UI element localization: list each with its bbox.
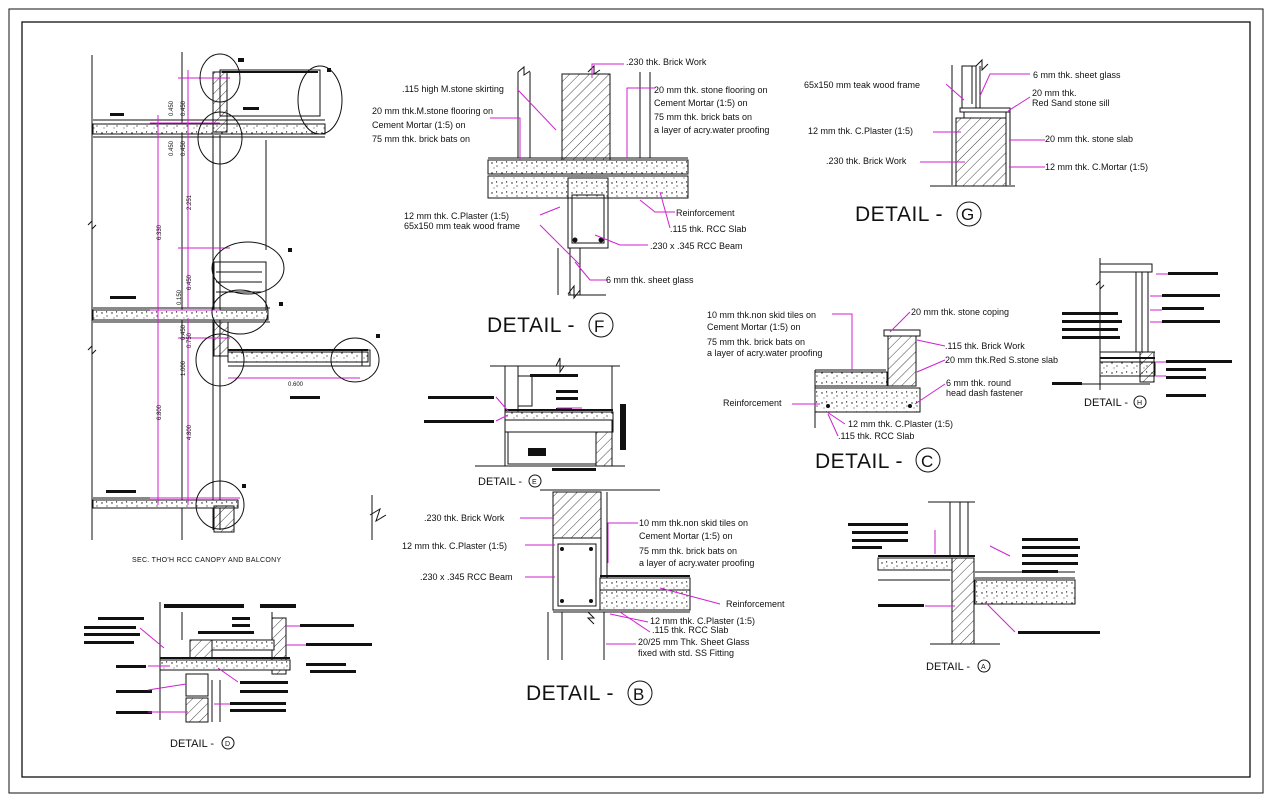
dim-7: 0.150 bbox=[177, 289, 183, 305]
f-floor-l2: Cement Mortar (1:5) on bbox=[372, 120, 466, 130]
b-plaster-r: 12 mm thk. C.Plaster (1:5) bbox=[650, 616, 755, 626]
b-reinforcement: Reinforcement bbox=[726, 599, 785, 609]
detail-c: 10 mm thk.non skid tiles on Cement Morta… bbox=[707, 307, 1058, 473]
c-tiles-l3: 75 mm thk. brick bats on bbox=[707, 337, 805, 347]
f-floor-l3: 75 mm thk. brick bats on bbox=[372, 134, 470, 144]
f-frame: 65x150 mm teak wood frame bbox=[404, 221, 520, 231]
detail-f: .230 thk. Brick Work .115 high M.stone s… bbox=[372, 57, 769, 338]
detail-c-title: DETAIL - bbox=[815, 450, 903, 473]
c-tiles-l4: a layer of acry.water proofing bbox=[707, 348, 822, 358]
detail-e-title: DETAIL - bbox=[478, 476, 522, 488]
c-plaster: 12 mm thk. C.Plaster (1:5) bbox=[848, 419, 953, 429]
detail-b-title: DETAIL - bbox=[526, 682, 614, 705]
inner-border bbox=[21, 21, 1251, 778]
section-caption: SEC. THO'H RCC CANOPY AND BALCONY bbox=[132, 557, 281, 564]
detail-d-title: DETAIL - bbox=[170, 738, 214, 750]
f-reinforcement: Reinforcement bbox=[676, 208, 735, 218]
b-tiles-l4: a layer of acry.water proofing bbox=[639, 558, 754, 568]
c-brick: .115 thk. Brick Work bbox=[945, 341, 1025, 351]
f-beam: .230 x .345 RCC Beam bbox=[650, 241, 743, 251]
dim-3: 0.450 bbox=[181, 140, 187, 156]
c-slab: 20 mm thk.Red S.stone slab bbox=[945, 355, 1058, 365]
detail-f-title: DETAIL - bbox=[487, 314, 575, 337]
detail-b: .230 thk. Brick Work 12 mm thk. C.Plaste… bbox=[402, 489, 785, 706]
detail-a-title: DETAIL - bbox=[926, 661, 970, 673]
detail-a-letter: A bbox=[981, 664, 986, 671]
detail-c-letter: C bbox=[921, 452, 934, 471]
c-reinforcement: Reinforcement bbox=[723, 398, 782, 408]
detail-g-letter: G bbox=[961, 205, 975, 224]
g-glass: 6 mm thk. sheet glass bbox=[1033, 70, 1121, 80]
b-tiles-l1: 10 mm thk.non skid tiles on bbox=[639, 518, 748, 528]
detail-a: DETAIL - A bbox=[848, 501, 1100, 673]
dim-1: 0.450 bbox=[181, 100, 187, 116]
detail-d: DETAIL - D bbox=[84, 602, 372, 750]
dim-8: 0.450 bbox=[181, 324, 187, 340]
dim-4: 6.330 bbox=[157, 224, 163, 240]
detail-d-letter: D bbox=[225, 741, 230, 748]
dim-0: 0.450 bbox=[169, 100, 175, 116]
dim-10: 1.000 bbox=[181, 360, 187, 376]
outer-border bbox=[8, 8, 1264, 794]
f-floor-r1: 20 mm thk. stone flooring on bbox=[654, 85, 768, 95]
b-glass-l2: fixed with std. SS Fitting bbox=[638, 648, 734, 658]
dim-12: 4.800 bbox=[187, 424, 193, 440]
c-tiles-l2: Cement Mortar (1:5) on bbox=[707, 322, 801, 332]
f-floor-r3: 75 mm thk. brick bats on bbox=[654, 112, 752, 122]
f-plaster: 12 mm thk. C.Plaster (1:5) bbox=[404, 211, 509, 221]
c-tiles-l1: 10 mm thk.non skid tiles on bbox=[707, 310, 816, 320]
f-floor-l1: 20 mm thk.M.stone flooring on bbox=[372, 106, 493, 116]
c-fastener-l1: 6 mm thk. round bbox=[946, 378, 1011, 388]
g-frame: 65x150 mm teak wood frame bbox=[804, 80, 920, 90]
dim-6: 2.251 bbox=[187, 194, 193, 210]
f-floor-r4: a layer of acry.water proofing bbox=[654, 125, 769, 135]
detail-g-title: DETAIL - bbox=[855, 203, 943, 226]
g-mortar: 12 mm thk. C.Mortar (1:5) bbox=[1045, 162, 1148, 172]
c-rcc: .115 thk. RCC Slab bbox=[838, 431, 914, 441]
f-floor-r2: Cement Mortar (1:5) on bbox=[654, 98, 748, 108]
dim-2: 0.450 bbox=[169, 140, 175, 156]
g-slab: 20 mm thk. stone slab bbox=[1045, 134, 1133, 144]
f-skirting: .115 high M.stone skirting bbox=[402, 84, 504, 94]
g-brick: .230 thk. Brick Work bbox=[826, 156, 907, 166]
detail-h-title: DETAIL - bbox=[1084, 397, 1128, 409]
dim-11: 6.800 bbox=[157, 404, 163, 420]
b-tiles-l3: 75 mm thk. brick bats on bbox=[639, 546, 737, 556]
b-beam: .230 x .345 RCC Beam bbox=[420, 572, 513, 582]
detail-e-letter: E bbox=[532, 479, 537, 486]
b-tiles-l2: Cement Mortar (1:5) on bbox=[639, 531, 733, 541]
detail-h-letter: H bbox=[1137, 400, 1142, 407]
b-brick: .230 thk. Brick Work bbox=[424, 513, 505, 523]
f-glass: 6 mm thk. sheet glass bbox=[606, 275, 694, 285]
c-fastener-l2: head dash fastener bbox=[946, 388, 1023, 398]
g-plaster: 12 mm thk. C.Plaster (1:5) bbox=[808, 126, 913, 136]
b-plaster-l: 12 mm thk. C.Plaster (1:5) bbox=[402, 541, 507, 551]
dim-5: 6.450 bbox=[187, 274, 193, 290]
section-canopy-balcony: 0.450 0.450 0.450 0.450 6.330 2.251 0.15… bbox=[87, 52, 387, 564]
f-brick-work: .230 thk. Brick Work bbox=[626, 57, 707, 67]
b-slab: .115 thk. RCC Slab bbox=[652, 625, 728, 635]
dim-9: 0.750 bbox=[187, 332, 193, 348]
detail-f-letter: F bbox=[594, 317, 605, 336]
detail-g: 65x150 mm teak wood frame 6 mm thk. shee… bbox=[804, 58, 1148, 227]
dim-13: 0.600 bbox=[288, 382, 304, 388]
b-glass-l1: 20/25 mm Thk. Sheet Glass bbox=[638, 637, 750, 647]
detail-e: DETAIL - E bbox=[424, 357, 626, 488]
f-slab: .115 thk. RCC Slab bbox=[670, 224, 746, 234]
detail-b-letter: B bbox=[633, 685, 645, 704]
g-sill-l1: 20 mm thk. bbox=[1032, 88, 1077, 98]
g-sill-l2: Red Sand stone sill bbox=[1032, 98, 1110, 108]
detail-h: DETAIL - H bbox=[1052, 258, 1232, 409]
c-coping: 20 mm thk. stone coping bbox=[911, 307, 1009, 317]
